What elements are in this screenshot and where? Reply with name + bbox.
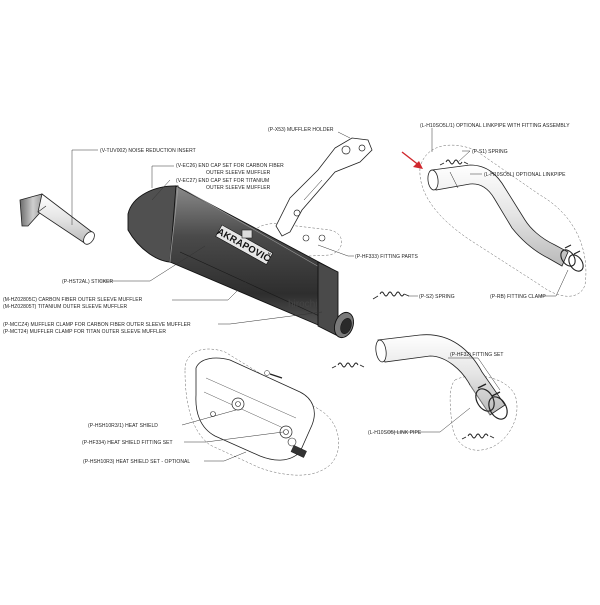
spring-p-s1 [439, 159, 469, 166]
label-spring-s1: (P-S1) SPRING [472, 149, 508, 155]
label-endcap-titan: (V-EC27) END CAP SET FOR TITANIUM [176, 178, 269, 184]
label-heat-shield: (P-HSH10R3/1) HEAT SHIELD [88, 423, 158, 429]
label-endcap-titan-line2: OUTER SLEEVE MUFFLER [206, 185, 271, 191]
label-titan-sleeve: (M-HZ02805T) TITANIUM OUTER SLEEVE MUFFL… [3, 304, 127, 310]
link-pipe [375, 334, 506, 416]
label-optional-linkpipe: (L-H10SO5L) OPTIONAL LINKPIPE [484, 172, 566, 178]
label-linkpipe-assembly: (L-H10SO5L/1) OPTIONAL LINKPIPE WITH FIT… [420, 123, 570, 129]
label-endcap-carbon-line2: OUTER SLEEVE MUFFLER [206, 170, 271, 176]
label-endcap-carbon: (V-EC26) END CAP SET FOR CARBON FIBER [176, 163, 284, 169]
noise-reduction-insert [19, 193, 95, 245]
label-fitting-clamp: (P-RB) FITTING CLAMP [490, 294, 546, 300]
label-muffler-holder: (P-X53) MUFFLER HOLDER [268, 127, 334, 133]
label-heat-shield-optional: (P-HSH10R3) HEAT SHIELD SET - OPTIONAL [83, 459, 190, 465]
label-fitting-parts: (P-HF333) FITTING PARTS [355, 254, 419, 260]
red-arrow-indicator [401, 151, 423, 169]
label-sticker: (P-HST2AL) STICKER [62, 279, 114, 285]
fitting-set [461, 383, 508, 440]
label-fitting-set: (P-HF32) FITTING SET [450, 352, 504, 358]
heat-shield [195, 357, 315, 461]
optional-linkpipe [427, 164, 584, 272]
spring-p-s2 [372, 291, 410, 300]
label-link-pipe: (L-H10SO5) LINK PIPE [368, 430, 422, 436]
spring-heat-shield [331, 362, 365, 369]
fitting-set-group-outline [449, 375, 518, 451]
label-heat-shield-fitting: (P-HF334) HEAT SHIELD FITTING SET [82, 440, 173, 446]
label-clamp-carbon: (P-MCCZ4) MUFFLER CLAMP FOR CARBON FIBER… [3, 322, 191, 328]
watermark-text: hirochi [288, 299, 317, 310]
linkpipe-group-outline [419, 144, 587, 297]
label-clamp-titan: (P-MCT24) MUFFLER CLAMP FOR TITAN OUTER … [3, 329, 166, 335]
label-carbon-sleeve: (M-HZ02805C) CARBON FIBER OUTER SLEEVE M… [3, 297, 143, 303]
muffler-holder-bracket [275, 137, 373, 237]
label-noise-insert: (V-TUV002) NOISE REDUCTION INSERT [100, 148, 196, 154]
muffler-body: AKRAPOVIČ [127, 185, 355, 339]
label-spring-s2: (P-S2) SPRING [419, 294, 455, 300]
heat-shield-group-outline [184, 348, 339, 476]
